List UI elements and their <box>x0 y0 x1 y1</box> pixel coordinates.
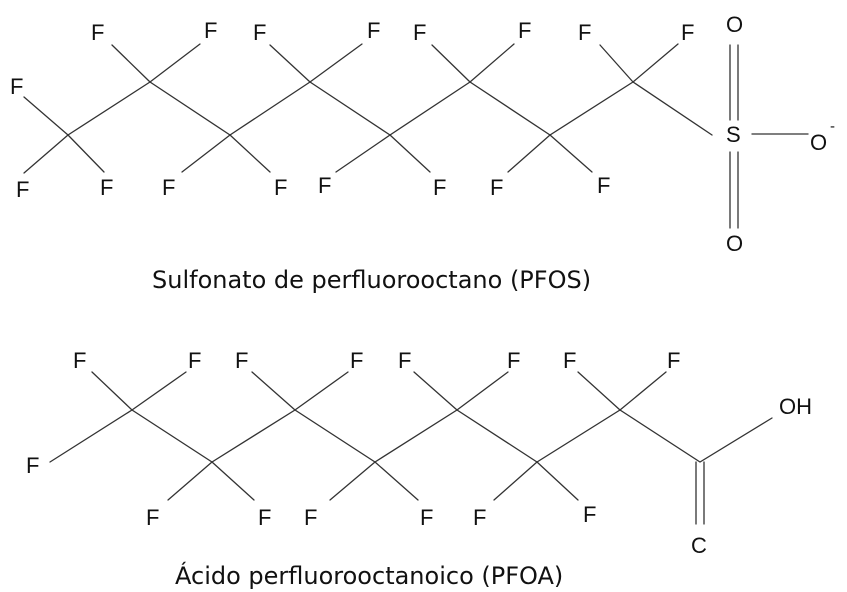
pfos-cf-bond <box>599 44 634 83</box>
pfos-cf-bond <box>111 44 151 83</box>
pfos-cf-bond <box>389 134 431 173</box>
pfoa-fluorine-label: F <box>350 348 363 373</box>
pfoa-cf-bond <box>374 461 419 501</box>
pfos-cf-bond <box>23 96 69 136</box>
pfos-oxygen-top-label: O <box>726 12 743 37</box>
pfos-fluorine-label: F <box>253 20 266 45</box>
pfos-fluorine-label: F <box>578 20 591 45</box>
pfoa-cf-bond <box>493 461 538 501</box>
pfos-anion-charge-label: - <box>830 118 835 135</box>
pfoa-fluorine-label: F <box>420 505 433 530</box>
pfoa-fluorine-label: F <box>188 348 201 373</box>
pfos-fluorine-label: F <box>91 20 104 45</box>
pfoa-fluorine-label: F <box>507 348 520 373</box>
pfos-sulfur-label: S <box>726 122 741 147</box>
pfos-cf-bond <box>229 134 271 173</box>
pfoa-cf-bond <box>167 461 213 501</box>
pfoa-cf-bond <box>91 371 133 411</box>
pfos-cf-bond <box>507 134 551 173</box>
pfos-cf-bond <box>309 43 363 83</box>
pfos-fluorine-label: F <box>100 175 113 200</box>
pfoa-cf-bond <box>211 461 255 501</box>
pfos-cf-bond <box>549 134 593 173</box>
pfos-fluorine-label: F <box>597 173 610 198</box>
pfos-cf-bond <box>335 134 391 173</box>
pfos-structure: F F F F F F F F F F F F F F F F F O S O … <box>10 12 835 294</box>
pfos-fluorine-label: F <box>204 18 217 43</box>
pfos-cf-bond <box>469 43 515 83</box>
pfos-oxygen-bottom-label: O <box>726 231 743 256</box>
pfoa-fluorine-label: F <box>583 502 596 527</box>
pfos-backbone-bond <box>67 81 713 136</box>
pfoa-fluorine-label: F <box>26 453 39 478</box>
pfoa-fluorine-label: F <box>73 348 86 373</box>
pfos-oxygen-anion-label: O <box>810 130 827 155</box>
pfoa-fluorine-label: F <box>473 505 486 530</box>
pfos-cf-bond <box>431 44 471 83</box>
pfos-cf-bond <box>149 43 201 83</box>
pfos-fluorine-label: F <box>162 175 175 200</box>
pfoa-fluorine-label: F <box>304 505 317 530</box>
pfos-fluorine-label: F <box>518 18 531 43</box>
pfoa-caption: Ácido perfluorooctanoico (PFOA) <box>175 561 563 590</box>
pfoa-cf-bond <box>251 371 296 411</box>
pfoa-cf-bond <box>577 371 621 411</box>
pfoa-fluorine-label: F <box>146 505 159 530</box>
pfos-cf-bond <box>181 134 231 173</box>
pfos-fluorine-label: F <box>16 177 29 202</box>
pfos-fluorine-label: F <box>318 173 331 198</box>
pfoa-fluorine-label: F <box>258 505 271 530</box>
pfoa-cf-bond <box>619 371 667 411</box>
pfoa-cf-bond <box>131 371 187 411</box>
pfoa-hydroxyl-label: OH <box>779 394 812 419</box>
pfos-cf-bond <box>67 134 105 173</box>
pfoa-cf-bond <box>413 371 458 411</box>
pfoa-structure: F F F F F F F F F F F F F F F OH C Ácido… <box>26 348 812 590</box>
pfos-fluorine-label: F <box>10 74 23 99</box>
pfoa-cf-bond <box>294 371 349 411</box>
pfoa-cf-bond <box>536 461 579 501</box>
pfoa-fluorine-label: F <box>235 348 248 373</box>
pfoa-backbone-bond <box>49 409 773 463</box>
pfos-fluorine-label: F <box>433 175 446 200</box>
pfos-fluorine-label: F <box>274 175 287 200</box>
pfos-fluorine-label: F <box>413 20 426 45</box>
pfoa-fluorine-label: F <box>667 348 680 373</box>
pfos-cf-bond <box>269 44 311 83</box>
pfos-fluorine-label: F <box>367 18 380 43</box>
pfoa-cf-bond <box>456 371 509 411</box>
pfoa-fluorine-label: F <box>398 348 411 373</box>
pfoa-fluorine-label: F <box>563 348 576 373</box>
pfos-fluorine-label: F <box>490 175 503 200</box>
pfos-cf-bond <box>632 43 679 83</box>
pfoa-cf-bond <box>329 461 376 501</box>
pfos-cf-bond <box>23 134 69 174</box>
pfos-fluorine-label: F <box>681 20 694 45</box>
pfoa-carbonyl-label: C <box>691 533 707 558</box>
pfos-caption: Sulfonato de perfluorooctano (PFOS) <box>152 266 591 294</box>
